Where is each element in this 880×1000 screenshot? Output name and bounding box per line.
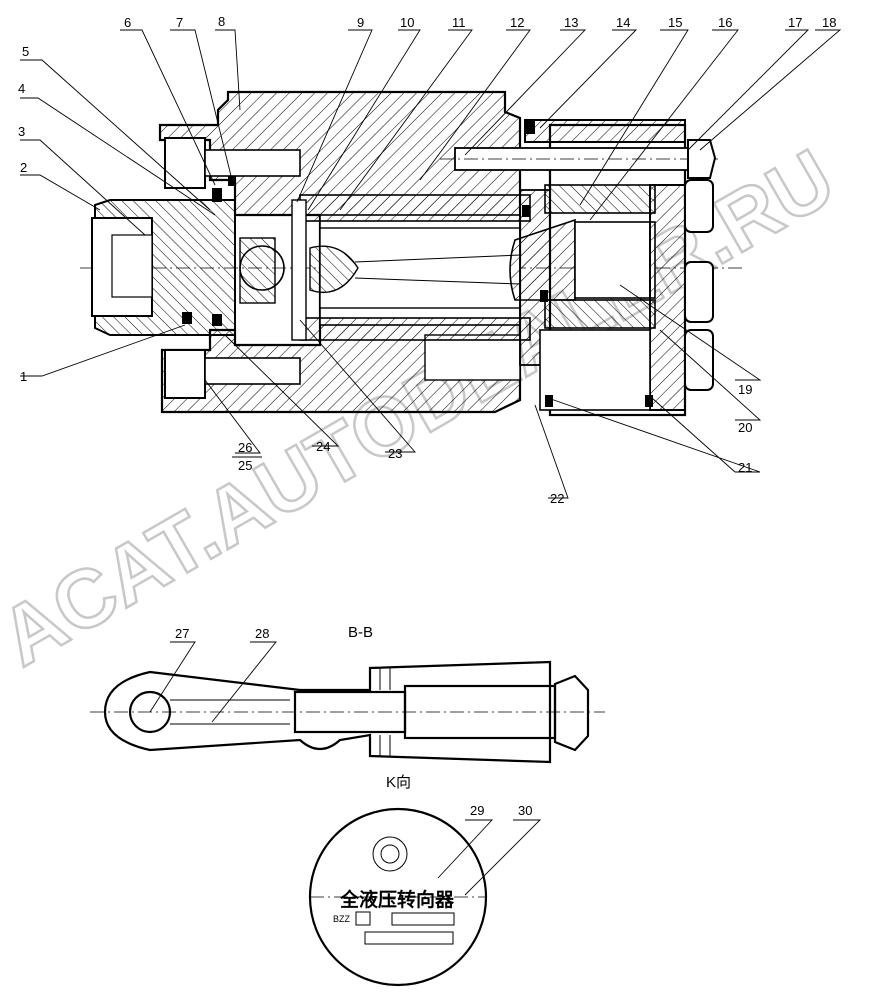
leader-lines: [20, 29, 842, 499]
bolt-head-3: [684, 329, 714, 391]
callout-9: 9: [357, 15, 364, 30]
seal-bottom-1: [182, 312, 192, 324]
callout-14: 14: [616, 15, 630, 30]
callout-10: 10: [400, 15, 414, 30]
seal-bottom-2: [212, 314, 222, 326]
callout-22: 22: [550, 491, 564, 506]
end-cover-body: [539, 329, 651, 411]
callout-27: 27: [175, 626, 189, 641]
end-cover-top: [524, 119, 686, 143]
drive-pin: [291, 199, 307, 341]
callout-20: 20: [738, 420, 752, 435]
cap-screw-bottom: [164, 349, 206, 399]
seal-top-2: [228, 176, 236, 186]
input-shaft-socket: [111, 234, 153, 298]
k-view-title: K向: [386, 774, 411, 791]
seal-cover-2: [540, 290, 548, 302]
cap-screw-top: [164, 137, 206, 189]
callout-8: 8: [218, 14, 225, 29]
seal-cover-bottom-2: [645, 395, 653, 407]
cardan-shaft: [309, 245, 359, 294]
seal-cover-1: [522, 205, 530, 217]
outer-sleeve: [299, 194, 531, 222]
callout-30: 30: [518, 803, 532, 818]
main-section-view: [80, 90, 745, 417]
seal-cover-top: [525, 120, 535, 134]
callout-12: 12: [510, 15, 524, 30]
callout-15: 15: [668, 15, 682, 30]
bb-inner-slot: [170, 699, 290, 725]
callout-5: 5: [22, 44, 29, 59]
callout-28: 28: [255, 626, 269, 641]
spring-pack: [239, 245, 285, 291]
linkage-shaft: [354, 254, 521, 285]
callout-26: 26: [238, 440, 252, 455]
bb-bolt-head: [553, 674, 590, 752]
callout-13: 13: [564, 15, 578, 30]
bolt-head-top: [687, 139, 717, 179]
cap-screw-bottom-shank: [204, 357, 301, 385]
callout-19: 19: [738, 382, 752, 397]
bb-pin-27: [128, 690, 172, 734]
nameplate-model-prefix: BZZ: [333, 914, 351, 924]
nameplate-title: 全液压转向器: [339, 888, 455, 911]
nameplate-serial-field: [364, 931, 454, 945]
callout-24: 24: [316, 439, 330, 454]
section-bb-title: B-B: [348, 624, 373, 641]
callouts: 5 4 3 2 1 6 7 8 9 10 11 12 13 14 15 16 1…: [18, 14, 836, 506]
seal-top-1: [212, 188, 222, 202]
callout-18: 18: [822, 15, 836, 30]
nameplate-model-field: [391, 912, 455, 926]
callout-17: 17: [788, 15, 802, 30]
nameplate-logo: [372, 836, 408, 872]
callout-21: 21: [738, 460, 752, 475]
callout-1: 1: [20, 369, 27, 384]
gerotor-ring-lower: [544, 299, 656, 329]
outer-sleeve-lower: [299, 317, 531, 341]
callout-29: 29: [470, 803, 484, 818]
callout-25: 25: [238, 458, 252, 473]
gerotor-ring: [544, 184, 656, 214]
bolt-head-1: [684, 179, 714, 233]
bolt-head-2: [684, 261, 714, 323]
cap-screw-top-shank: [204, 149, 301, 177]
callout-4: 4: [18, 81, 25, 96]
callout-23: 23: [388, 446, 402, 461]
callout-6: 6: [124, 15, 131, 30]
callout-16: 16: [718, 15, 732, 30]
bb-outline: [103, 660, 552, 764]
k-view: K向 29 30 全液压转向器 BZZ: [308, 774, 542, 987]
lower-port: [424, 334, 521, 381]
seal-cover-bottom: [545, 395, 553, 407]
callout-2: 2: [20, 160, 27, 175]
callout-3: 3: [18, 124, 25, 139]
gerotor-rotor: [509, 218, 576, 301]
nameplate-logo-inner: [380, 844, 400, 864]
bb-threads: [379, 668, 391, 756]
nameplate-model-box: [355, 911, 371, 926]
callout-11: 11: [452, 15, 466, 30]
section-bb-view: B-B 27 28: [90, 624, 605, 764]
end-cover-plate: [649, 184, 686, 411]
callout-7: 7: [176, 15, 183, 30]
rotor-core: [574, 221, 656, 299]
